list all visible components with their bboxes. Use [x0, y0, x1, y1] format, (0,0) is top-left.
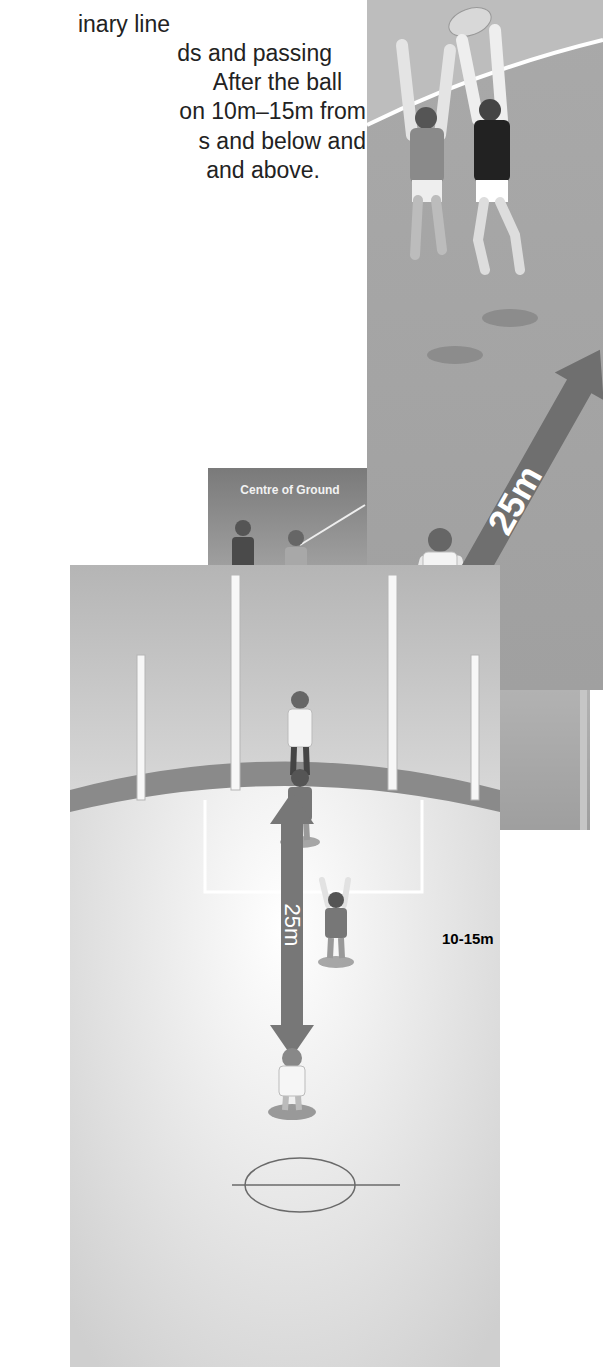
- player-legs: [478, 202, 520, 270]
- panel-title: Centre of Ground: [240, 484, 339, 497]
- panel-shade: [500, 690, 590, 830]
- paragraph-text: inary line: [78, 12, 170, 37]
- direction-line: [300, 505, 365, 545]
- player-shadow: [482, 309, 538, 327]
- player-arms: [462, 30, 502, 120]
- player-head: [235, 520, 251, 536]
- distance-label: 25m: [480, 459, 550, 541]
- player-shadow: [427, 346, 483, 364]
- player-head: [415, 107, 437, 129]
- distance-label: 10-15m: [442, 931, 494, 948]
- distance-label: 25m: [280, 904, 304, 947]
- player-head: [328, 892, 344, 908]
- umpire-head: [282, 1048, 302, 1068]
- player-figure: [402, 45, 450, 255]
- paragraph-text: s and below and: [198, 129, 366, 154]
- player-legs: [330, 938, 342, 958]
- umpire-body: [288, 709, 312, 747]
- paragraph-text: ds and passing: [177, 41, 332, 66]
- goal-panel: [70, 565, 500, 1367]
- umpire-figure: [268, 1048, 316, 1120]
- paragraph-text: on 10m–15m from: [179, 99, 366, 124]
- player-arms: [402, 45, 450, 135]
- player-figure: [318, 880, 354, 968]
- umpire-body: [279, 1066, 305, 1096]
- paragraph-text: After the ball: [213, 70, 342, 95]
- umpire-head: [291, 691, 309, 709]
- player-head: [291, 769, 309, 787]
- behind-post: [137, 655, 145, 800]
- player-body: [410, 128, 444, 183]
- distance-arrow: [270, 792, 314, 1057]
- centre-line: [232, 1184, 400, 1186]
- player-head: [479, 99, 501, 121]
- paragraph-text: and above.: [206, 158, 320, 183]
- umpire-shadow: [268, 1104, 316, 1120]
- behind-post: [471, 655, 479, 800]
- beyond-goal-area: [70, 565, 500, 795]
- goal-post: [231, 575, 240, 790]
- goal-square: [205, 800, 422, 892]
- player-legs: [415, 200, 442, 255]
- goal-post: [388, 575, 397, 790]
- player-head: [288, 530, 304, 546]
- player-body: [325, 908, 347, 938]
- player-figure: [462, 30, 520, 270]
- player-body: [474, 120, 510, 182]
- player-shadow: [318, 956, 354, 968]
- football: [445, 2, 495, 41]
- umpire-figure: [288, 691, 312, 775]
- panel-background: [70, 565, 500, 1367]
- umpire-legs: [285, 1096, 299, 1110]
- umpire-head: [428, 528, 452, 552]
